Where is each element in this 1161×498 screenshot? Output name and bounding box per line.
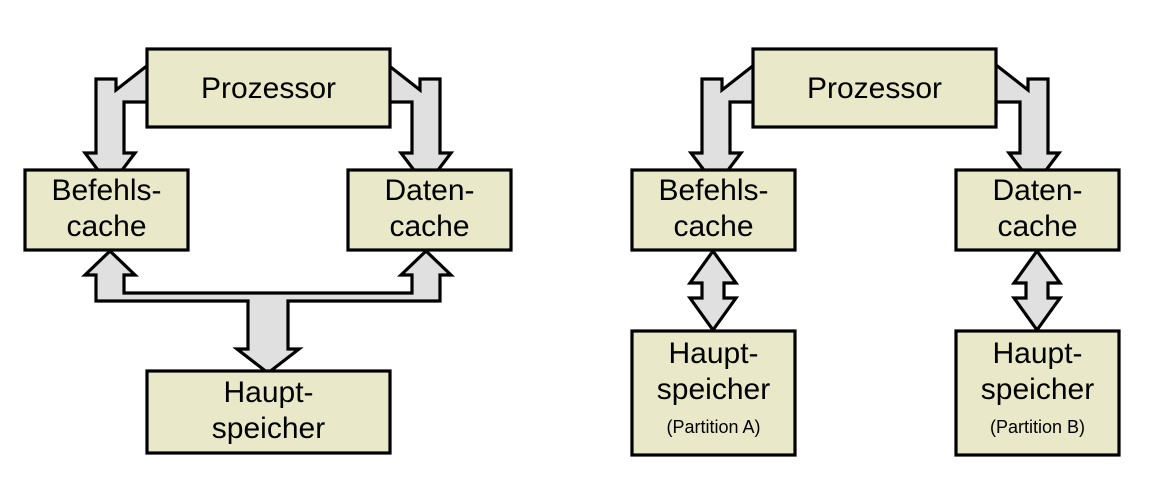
arrow-instruction-cache-main-memory-a — [686, 248, 740, 333]
node-main-memory-left: Haupt- speicher — [145, 369, 392, 455]
node-main-memory-partition-b-sublabel: (Partition B) — [990, 417, 1085, 437]
node-instruction-cache-left-line1: Befehls- — [51, 174, 161, 207]
node-instruction-cache-right-line1: Befehls- — [658, 174, 768, 207]
node-data-cache-right-line2: cache — [997, 210, 1077, 243]
node-data-cache-left: Daten- cache — [346, 168, 513, 252]
node-processor-left-box — [145, 47, 392, 129]
node-main-memory-left-box — [145, 369, 392, 455]
node-instruction-cache-right: Befehls- cache — [630, 168, 797, 252]
node-instruction-cache-right-line2: cache — [673, 210, 753, 243]
diagram-harvard-unified-memory: Prozessor Befehls- cache Daten- cache Ha… — [23, 47, 513, 455]
node-data-cache-left-line2: cache — [389, 210, 469, 243]
node-main-memory-partition-b-line1: Haupt- — [992, 337, 1082, 370]
diagram-harvard-partitioned-memory: Prozessor Befehls- cache Daten- cache Ha… — [630, 47, 1121, 457]
node-main-memory-partition-b: Haupt- speicher (Partition B) — [954, 329, 1121, 457]
node-processor-left: Prozessor — [145, 47, 392, 129]
node-main-memory-left-line1: Haupt- — [223, 376, 313, 409]
node-main-memory-partition-a-sublabel: (Partition A) — [666, 417, 760, 437]
node-data-cache-left-box — [346, 168, 513, 252]
node-data-cache-left-line1: Daten- — [384, 174, 474, 207]
node-instruction-cache-left-line2: cache — [66, 210, 146, 243]
node-data-cache-right-line1: Daten- — [992, 174, 1082, 207]
node-main-memory-partition-b-line2: speicher — [981, 373, 1094, 406]
node-data-cache-right-box — [954, 168, 1121, 252]
node-instruction-cache-left-box — [23, 168, 190, 252]
node-data-cache-right: Daten- cache — [954, 168, 1121, 252]
node-main-memory-partition-a-line2: speicher — [657, 373, 770, 406]
node-main-memory-partition-a-box — [630, 329, 797, 457]
node-instruction-cache-right-box — [630, 168, 797, 252]
node-processor-right-box — [751, 47, 998, 129]
node-main-memory-partition-b-box — [954, 329, 1121, 457]
node-main-memory-left-line2: speicher — [212, 412, 325, 445]
node-processor-left-label: Prozessor — [201, 72, 336, 105]
node-main-memory-partition-a: Haupt- speicher (Partition A) — [630, 329, 797, 457]
node-main-memory-partition-a-line1: Haupt- — [668, 337, 758, 370]
arrow-memory-bus-three-way — [81, 248, 455, 376]
node-processor-right: Prozessor — [751, 47, 998, 129]
node-processor-right-label: Prozessor — [807, 72, 942, 105]
arrow-data-cache-main-memory-b — [1010, 248, 1064, 333]
node-instruction-cache-left: Befehls- cache — [23, 168, 190, 252]
